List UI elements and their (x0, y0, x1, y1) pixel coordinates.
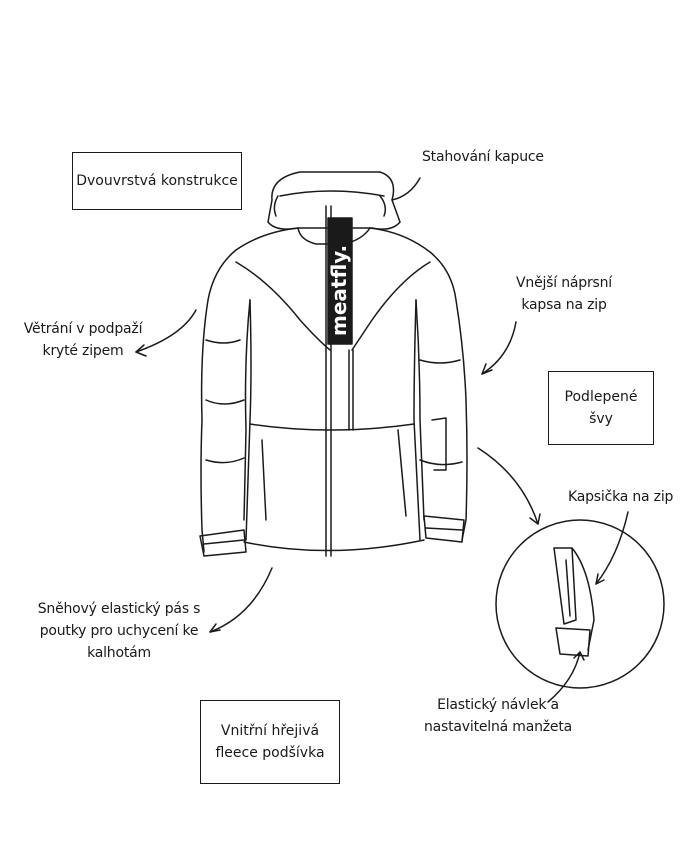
label-fleece-lining: Vnitřní hřejivá fleece podšívka (200, 700, 340, 784)
left-shoulder (200, 227, 299, 553)
arrow-zip-pocket (477, 447, 539, 525)
yoke-right (351, 261, 431, 351)
left-lower-pocket (261, 439, 267, 521)
right-shoulder (369, 227, 468, 541)
left-sleeve-inner (243, 299, 251, 521)
hood-drawcord-right (379, 195, 387, 217)
hood (267, 171, 401, 230)
detail-sleeve (553, 547, 595, 651)
torso-left-side (245, 299, 252, 541)
hood-drawcord-left (273, 195, 279, 217)
right-sleeve-folds (419, 359, 463, 466)
detail-circle (495, 519, 665, 689)
right-lower-pocket (397, 429, 407, 517)
left-sleeve-folds (205, 339, 245, 464)
brand-logo: meatfly. (327, 245, 351, 336)
right-cuff-lines (425, 527, 463, 531)
detail-cuff (555, 627, 591, 657)
brand-panel (327, 217, 353, 345)
arrow-hood (391, 177, 421, 201)
arrow-snow-skirt (209, 567, 273, 633)
label-hood-adjust: Stahování kapuce (422, 149, 544, 165)
right-sleeve-pocket (431, 417, 447, 471)
left-cuff-lines (203, 539, 245, 545)
arrow-chest-pocket (481, 321, 517, 375)
label-taped-seams: Podlepené švy (548, 371, 654, 445)
label-cuff: Elastický návlek a nastavitelná manžeta (423, 697, 572, 735)
label-pit-vents: Větrání v podpaží kryté zipem (23, 321, 143, 359)
label-chest-pocket: Vnější náprsní kapsa na zip (516, 275, 612, 313)
torso-right-side (413, 299, 421, 541)
yoke-left (235, 261, 331, 351)
label-double-layer: Dvouvrstvá konstrukce (72, 152, 242, 210)
hem (243, 539, 425, 552)
left-cuff (199, 529, 247, 557)
arrow-detail-pocket (595, 511, 629, 585)
right-sleeve-inner (415, 299, 425, 521)
detail-pocket-zip (565, 559, 571, 617)
arrow-pit-vent (135, 309, 197, 353)
label-zip-pocket: Kapsička na zip (568, 489, 674, 505)
waist-seam (249, 423, 415, 431)
right-cuff (423, 515, 465, 543)
arrow-cuff (547, 651, 581, 703)
label-snow-skirt: Sněhový elastický pás s poutky pro uchyc… (37, 601, 201, 661)
chest-pocket-zip (348, 349, 354, 431)
hood-brim (279, 190, 385, 197)
